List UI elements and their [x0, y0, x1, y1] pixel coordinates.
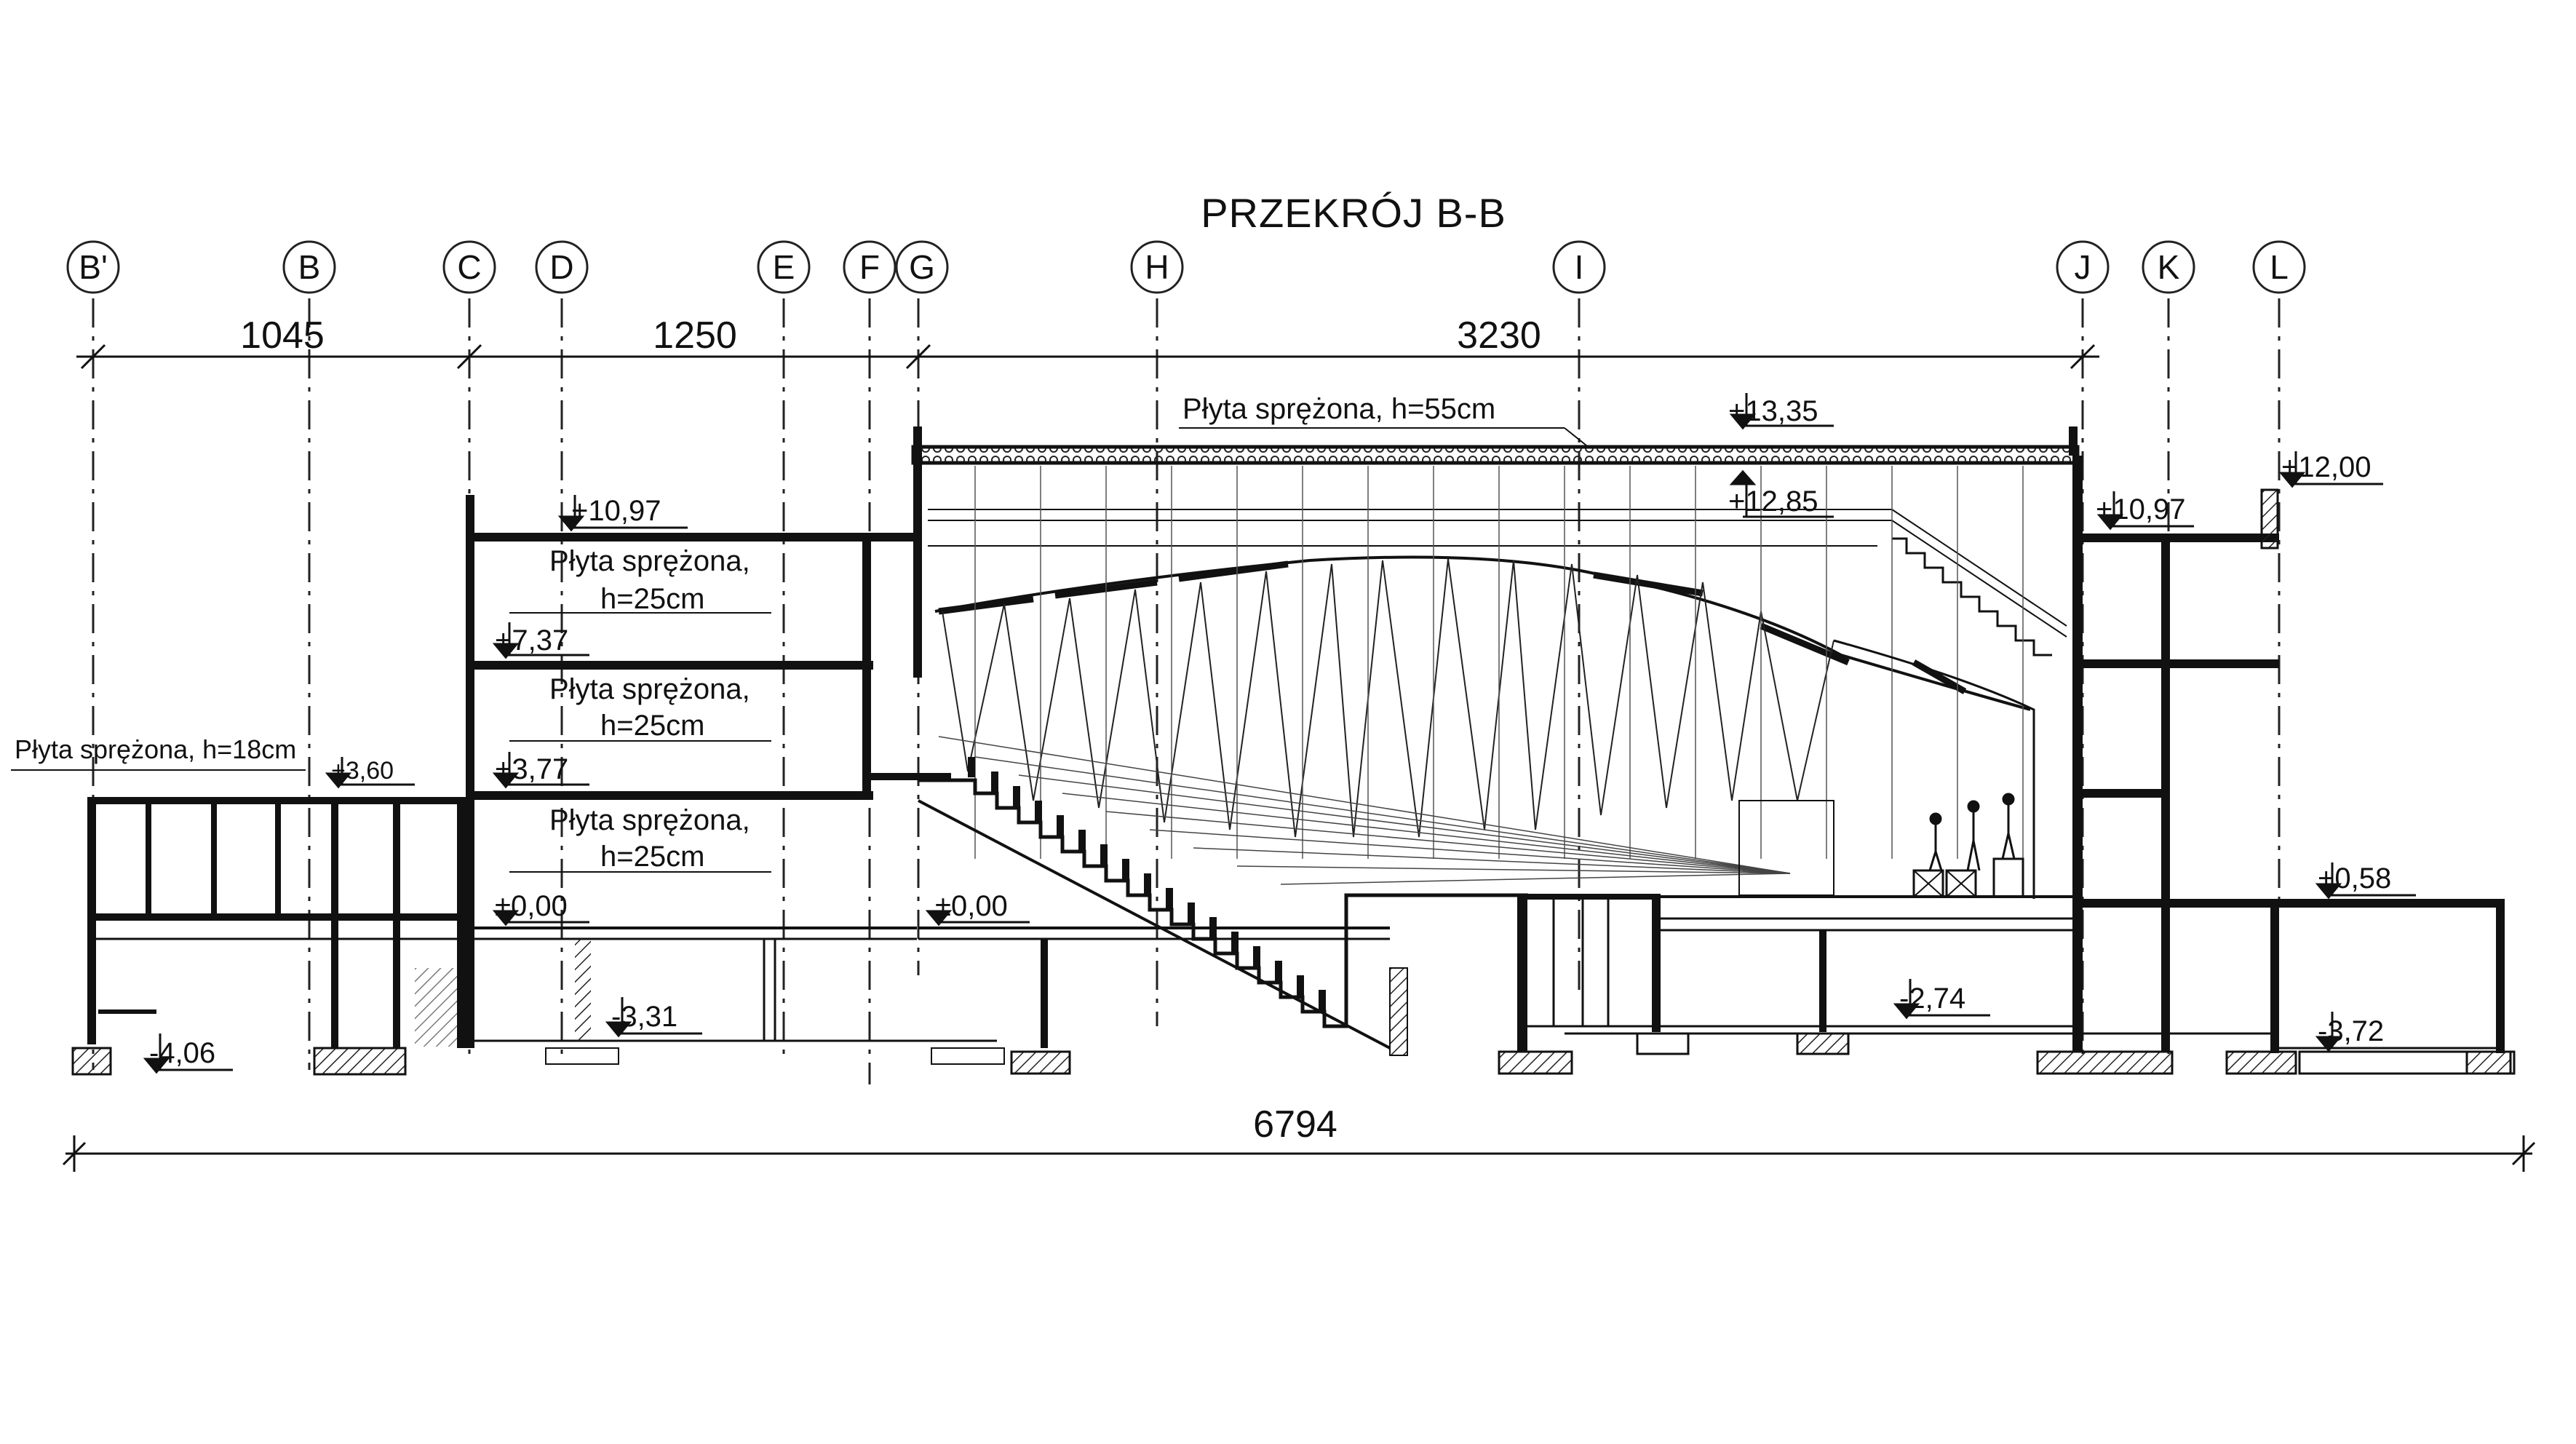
level-markers — [143, 393, 2416, 1074]
note-floor-3-line2: h=25cm — [600, 841, 704, 873]
grid-bubble-e — [757, 240, 811, 294]
grid-label-g: G — [909, 248, 935, 286]
stage — [1659, 800, 2081, 898]
grid-bubble-k — [2142, 240, 2195, 294]
slab-notes: Płyta sprężona, h=55cm Płyta sprężona, h… — [11, 393, 1587, 873]
grid-label-e: E — [773, 248, 795, 286]
grid-label-k: K — [2158, 248, 2180, 286]
level-right-1200: +12,00 — [2281, 451, 2371, 483]
auditorium-roof — [911, 427, 2080, 678]
stage-back-wall — [1833, 639, 2035, 899]
grid-label-h: H — [1145, 248, 1169, 286]
dimension-span-2: 1250 — [653, 314, 737, 357]
grid-bubble-h — [1130, 240, 1184, 294]
grid-label-d: D — [549, 248, 573, 286]
note-floor-2-line1: Płyta sprężona, — [549, 673, 750, 705]
level-base-331: -3,31 — [611, 1001, 677, 1033]
level-roof-top: +13,35 — [1728, 395, 1818, 427]
acoustic-ceiling — [934, 555, 2031, 711]
seat — [1035, 801, 1042, 821]
level-zero-hall: ±0,00 — [935, 890, 1008, 922]
grid-label-b: B — [298, 248, 321, 286]
level-base-274: -2,74 — [1899, 983, 1965, 1015]
grid-label-b-prime: B' — [79, 248, 107, 286]
level-roof-bottom: +12,85 — [1728, 485, 1818, 517]
seat — [1253, 946, 1260, 967]
grid-bubble-b — [282, 240, 336, 294]
level-floor-737: +7,37 — [495, 624, 568, 656]
note-floor-3-line1: Płyta sprężona, — [549, 804, 750, 836]
grid-bubble-l — [2252, 240, 2306, 294]
note-roof-slab: Płyta sprężona, h=55cm — [1182, 393, 1495, 425]
level-right-1097: +10,97 — [2096, 493, 2185, 525]
grid-label-c: C — [457, 248, 481, 286]
grid-label-i: I — [1575, 248, 1584, 286]
dimension-span-1: 1045 — [240, 314, 325, 357]
top-dimension-line — [76, 344, 2099, 370]
note-floor-2-line2: h=25cm — [600, 710, 704, 742]
seat — [1166, 888, 1173, 908]
middle-block-structure — [466, 495, 1005, 1065]
level-base-372: -3,72 — [2318, 1015, 2384, 1047]
grid-bubble-j — [2056, 240, 2110, 294]
audience-seats — [968, 757, 1326, 1010]
grid-bubble-i — [1552, 240, 1606, 294]
section-title: PRZEKRÓJ B-B — [1201, 190, 1506, 236]
seat — [1231, 932, 1239, 952]
seat — [1122, 859, 1129, 879]
overall-dimension-line — [62, 1135, 2536, 1172]
ceiling-suspension-lines — [942, 558, 1834, 838]
seat — [1144, 873, 1151, 894]
stage-figures — [1928, 793, 2016, 871]
note-floor-1-line1: Płyta sprężona, — [549, 545, 750, 577]
grid-bubble-b-prime — [66, 240, 120, 294]
seat — [1013, 786, 1020, 806]
grid-bubble-g — [895, 240, 949, 294]
seat — [1319, 990, 1326, 1010]
seating-rake-underside — [918, 799, 1391, 1050]
sightlines — [938, 736, 1791, 885]
grid-label-j: J — [2075, 248, 2091, 286]
seat — [991, 771, 998, 792]
grid-label-l: L — [2270, 248, 2289, 286]
seating-rake — [918, 778, 1528, 1028]
seat — [1275, 961, 1282, 981]
note-left-wing-slab: Płyta sprężona, h=18cm — [15, 734, 296, 764]
grid-label-f: F — [859, 248, 880, 286]
seat — [1188, 902, 1195, 923]
seat — [1078, 830, 1086, 850]
grid-bubble-f — [843, 240, 897, 294]
level-right-058: +0,58 — [2318, 862, 2391, 894]
seat — [1057, 815, 1064, 836]
grid-bubble-c — [442, 240, 496, 294]
level-labels: +13,35 +12,85 +10,97 +7,37 +3,77 +3,60 ±… — [149, 395, 2391, 1069]
grid-bubble-d — [535, 240, 589, 294]
level-floor-377: +3,77 — [495, 753, 568, 785]
hall-lower-structure — [918, 894, 2074, 1075]
left-wing-structure — [87, 797, 466, 1048]
seat — [1100, 844, 1108, 865]
dimension-span-3: 3230 — [1457, 314, 1541, 357]
left-wing-footings — [71, 1047, 407, 1076]
seat — [968, 757, 975, 777]
seat — [1297, 975, 1304, 996]
level-left-top: +10,97 — [571, 495, 661, 527]
level-zero-left: ±0,00 — [495, 890, 568, 922]
level-base-406: -4,06 — [149, 1037, 215, 1069]
right-wing-structure — [2036, 456, 2516, 1075]
note-floor-1-line2: h=25cm — [600, 583, 704, 615]
grid-axes — [66, 240, 2306, 1084]
level-left-wing-roof: +3,60 — [331, 757, 394, 785]
hall-vertical-lines — [974, 466, 2024, 859]
ceiling-step-profile — [1892, 537, 2052, 656]
grid-labels: B' B C D E F G H I J K L — [79, 248, 2289, 286]
dimension-overall: 6794 — [1253, 1103, 1337, 1146]
